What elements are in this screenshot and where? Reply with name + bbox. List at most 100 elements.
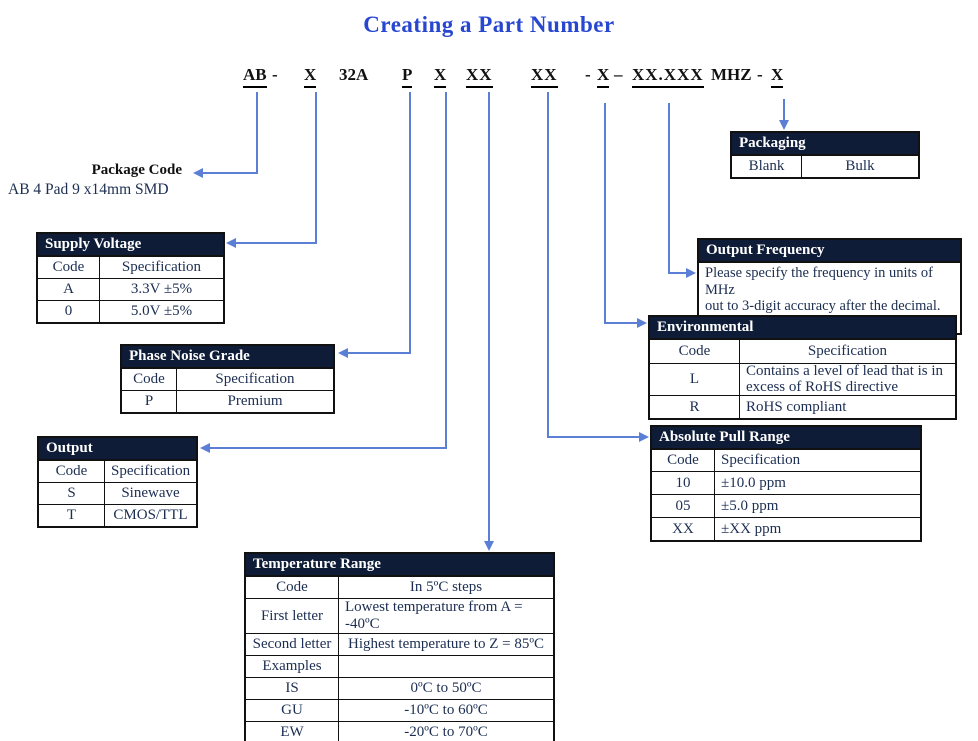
arrow-p-to-phase-noise-grade [338, 92, 411, 358]
part-number-segment: P [402, 64, 413, 88]
package-code-label: Package Code [91, 162, 182, 178]
cell-value: Lowest temperature from A = -40ºC [345, 599, 523, 632]
cell-spec: ±XX ppm [721, 520, 782, 537]
part-number-segment: - [585, 65, 591, 84]
col-header-code: Code [650, 340, 740, 363]
col-header-spec: Specification [121, 259, 202, 275]
table-row: Second letter Highest temperature to Z =… [246, 634, 553, 656]
cell-spec: Contains a level of lead that is in exce… [746, 363, 944, 395]
page-title: Creating a Part Number [363, 12, 615, 37]
part-number-segment: X [434, 64, 447, 88]
table-row: A 3.3V ±5% [38, 279, 223, 301]
table-supply-voltage: Supply Voltage Code Specification A 3.3V… [36, 232, 225, 324]
note-line: out to 3-digit accuracy after the decima… [705, 298, 941, 314]
table-row: GU -10ºC to 60ºC [246, 700, 553, 722]
table-environmental: Environmental Code Specification L Conta… [648, 315, 957, 420]
arrow-ab-to-package-code [193, 92, 258, 178]
table-row: S Sinewave [39, 483, 196, 505]
table-row: P Premium [122, 391, 333, 412]
table-phase-noise-grade: Phase Noise Grade Code Specification P P… [120, 344, 335, 414]
cell-code: XX [652, 518, 715, 540]
cell-value: 0ºC to 50ºC [410, 680, 482, 696]
cell-spec: CMOS/TTL [113, 507, 188, 523]
col-header-code: Code [38, 257, 100, 278]
table-title: Environmental [650, 317, 955, 340]
table-row: 05 ±5.0 ppm [652, 495, 920, 518]
table-row: Blank Bulk [732, 156, 918, 177]
package-code-description: AB 4 Pad 9 x14mm SMD [8, 181, 169, 198]
col-header-code: Code [39, 461, 105, 482]
cell-code: L [650, 364, 740, 395]
part-number-segment: AB [243, 64, 267, 88]
col-header-code: Code [122, 369, 177, 390]
cell-code: 05 [652, 495, 715, 517]
table-header-row: Code Specification [38, 257, 223, 279]
table-output: Output Code Specification S Sinewave T C… [37, 436, 198, 528]
table-row: 0 5.0V ±5% [38, 301, 223, 322]
table-title: Absolute Pull Range [652, 427, 920, 450]
cell-value: Highest temperature to Z = 85ºC [348, 636, 544, 652]
part-number-segment: X [304, 64, 317, 88]
cell-code: A [38, 279, 100, 300]
cell-code: S [39, 483, 105, 504]
table-row: L Contains a level of lead that is in ex… [650, 363, 955, 396]
part-number-segment: X [597, 64, 610, 88]
cell-label: GU [246, 700, 339, 721]
part-number-segment: XX [466, 64, 493, 88]
part-number-segment: XX [531, 64, 558, 88]
part-number-segment: 32A [339, 65, 369, 84]
part-number-segment: XX.XXX [632, 64, 704, 88]
cell-label: First letter [246, 599, 339, 633]
arrow-xxxxx-to-output-frequency [668, 103, 696, 278]
note-line: Please specify the frequency in units of… [705, 265, 933, 298]
cell-spec: Premium [227, 393, 283, 409]
cell-spec: ±10.0 ppm [721, 474, 786, 491]
col-header-spec: Specification [807, 343, 888, 359]
table-row: R RoHS compliant [650, 396, 955, 418]
cell-spec: ±5.0 ppm [721, 497, 779, 514]
part-number-segment: MHZ [711, 65, 752, 84]
cell-code: T [39, 505, 105, 526]
col-header-code: Code [652, 450, 715, 471]
table-row: IS 0ºC to 50ºC [246, 678, 553, 700]
table-title: Output [39, 438, 196, 461]
table-row: Code In 5ºC steps [246, 577, 553, 599]
cell-spec: 5.0V ±5% [130, 303, 193, 319]
cell-label: Code [246, 577, 339, 598]
cell-spec: Sinewave [121, 485, 180, 501]
cell-spec: 3.3V ±5% [130, 281, 193, 297]
table-row: XX ±XX ppm [652, 518, 920, 540]
cell-label: EW [246, 722, 339, 741]
cell-label: Examples [246, 656, 339, 677]
cell-code: 10 [652, 472, 715, 494]
table-header-row: Code Specification [650, 340, 955, 364]
table-absolute-pull-range: Absolute Pull Range Code Specification 1… [650, 425, 922, 542]
col-header-spec: Specification [721, 452, 801, 468]
cell-code: P [122, 391, 177, 412]
table-row: 10 ±10.0 ppm [652, 472, 920, 495]
table-header-row: Code Specification [39, 461, 196, 483]
table-packaging: Packaging Blank Bulk [730, 131, 920, 179]
part-number-segment: – [614, 65, 623, 84]
cell-bulk: Bulk [845, 158, 875, 174]
arrow-x-to-environmental [604, 103, 647, 328]
part-number-segment: - [757, 65, 763, 84]
part-number-segment: X [771, 64, 784, 88]
arrow-xx-to-absolute-pull-range [547, 92, 649, 442]
table-row: T CMOS/TTL [39, 505, 196, 526]
part-number-segment: - [272, 65, 278, 84]
cell-label: Second letter [246, 634, 339, 655]
table-title: Packaging [732, 133, 918, 156]
cell-value: -20ºC to 70ºC [404, 724, 488, 740]
cell-code: 0 [38, 301, 100, 322]
table-row: EW -20ºC to 70ºC [246, 722, 553, 741]
cell-label: IS [246, 678, 339, 699]
table-title: Output Frequency [699, 240, 960, 263]
table-row: Examples [246, 656, 553, 678]
table-header-row: Code Specification [122, 369, 333, 391]
cell-value [339, 656, 553, 677]
cell-code: R [650, 396, 740, 418]
cell-blank: Blank [732, 156, 802, 177]
col-header-spec: Specification [111, 463, 191, 479]
col-header-spec: Specification [215, 371, 295, 387]
